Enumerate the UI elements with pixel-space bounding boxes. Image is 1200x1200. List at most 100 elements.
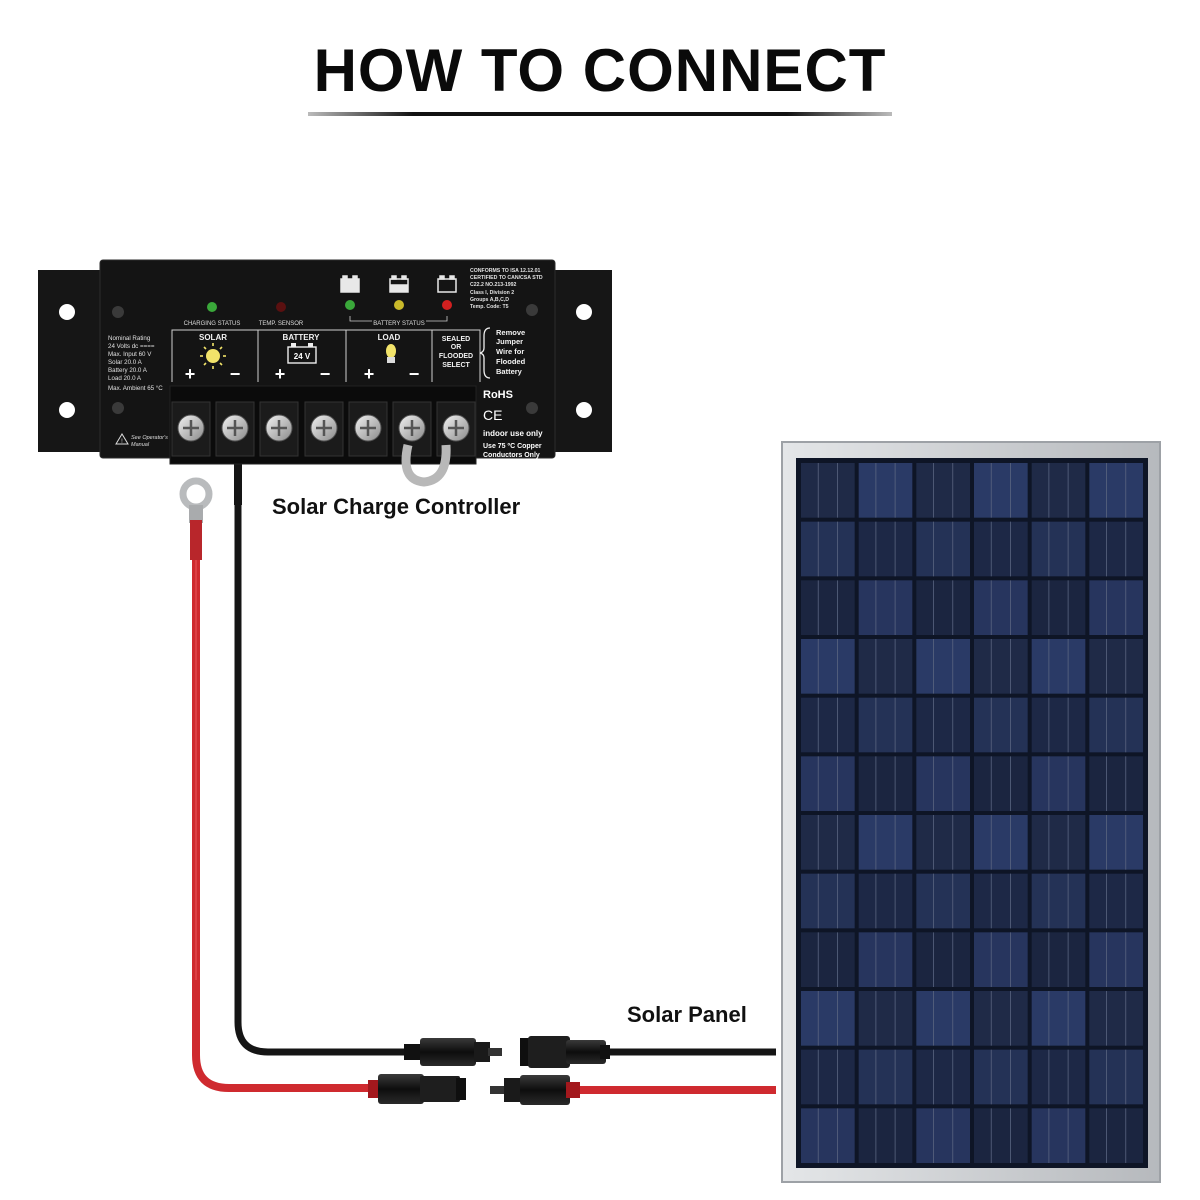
- wires: [192, 452, 776, 1094]
- panel-cell: [974, 1108, 1028, 1163]
- conformance-text: CONFORMS TO ISA 12.12.01 CERTIFIED TO CA…: [470, 268, 543, 310]
- panel-cell: [1031, 932, 1086, 987]
- jumper-line: Flooded: [496, 357, 526, 366]
- panel-cell: [858, 991, 913, 1046]
- panel-cell: [974, 697, 1028, 753]
- title-underline: [308, 112, 892, 116]
- panel-cell: [974, 463, 1028, 518]
- rohs-mark: RoHS: [483, 389, 513, 401]
- mc4-connector-red-male: [490, 1075, 580, 1105]
- battery-full-led: [345, 300, 355, 310]
- panel-cell: [858, 463, 913, 518]
- conform-line: CERTIFIED TO CAN/CSA STD: [470, 275, 543, 281]
- select-line: FLOODED: [439, 353, 473, 360]
- panel-cell: [801, 873, 855, 929]
- battery-plus-sign: +: [275, 364, 286, 384]
- panel-cell: [858, 639, 913, 694]
- panel-cell: [801, 1049, 855, 1105]
- panel-label: Solar Panel: [627, 1002, 747, 1027]
- panel-cell: [974, 815, 1028, 870]
- panel-cell: [1089, 1049, 1143, 1105]
- panel-cell: [974, 756, 1028, 811]
- jumper-wire: [401, 443, 451, 487]
- panel-cell: [801, 639, 855, 694]
- battery-medium-icon: [389, 275, 409, 293]
- manual-line: See Operator's: [131, 435, 168, 441]
- controller-label: Solar Charge Controller: [272, 494, 521, 519]
- panel-cell: [858, 697, 913, 753]
- panel-cell: [1089, 639, 1143, 694]
- battery-minus-sign: −: [320, 364, 331, 384]
- panel-cell: [1031, 815, 1086, 870]
- panel-cell: [916, 1108, 970, 1163]
- terminal-block: [171, 401, 476, 457]
- panel-cell: [801, 697, 855, 753]
- solar-section-label: SOLAR: [199, 333, 227, 342]
- temp-sensor-label: TEMP. SENSOR: [259, 321, 304, 327]
- panel-cell: [801, 932, 855, 987]
- conform-line: C22.2 NO.213-1992: [470, 282, 517, 288]
- panel-cell: [916, 932, 970, 987]
- panel-cell: [801, 521, 855, 577]
- panel-cell: [974, 521, 1028, 577]
- rating-line: Solar 20.0 A: [108, 359, 143, 366]
- battery-low-led: [442, 300, 452, 310]
- rating-line: 24 Volts dc ====: [108, 343, 155, 350]
- panel-cell: [974, 991, 1028, 1046]
- panel-cell: [858, 873, 913, 929]
- load-plus-sign: +: [364, 364, 375, 384]
- panel-cell: [1089, 756, 1143, 811]
- panel-cell: [858, 756, 913, 811]
- panel-cell: [801, 580, 855, 635]
- conform-line: CONFORMS TO ISA 12.12.01: [470, 268, 540, 274]
- panel-cell: [801, 815, 855, 870]
- panel-cell: [858, 815, 913, 870]
- panel-cell: [1089, 463, 1143, 518]
- temp-sensor-led: [276, 302, 286, 312]
- panel-cell: [858, 1108, 913, 1163]
- panel-cell: [1031, 697, 1086, 753]
- panel-cell: [974, 639, 1028, 694]
- panel-cell: [974, 873, 1028, 929]
- panel-cell: [916, 756, 970, 811]
- charging-status-label: CHARGING STATUS: [184, 321, 241, 327]
- panel-cell: [1089, 932, 1143, 987]
- panel-cell: [974, 932, 1028, 987]
- rating-line: Battery 20.0 A: [108, 367, 148, 374]
- panel-cell: [1031, 756, 1086, 811]
- panel-cell: [858, 1049, 913, 1105]
- jumper-line: Battery: [496, 367, 523, 376]
- mc4-connector-red-female: [368, 1074, 466, 1104]
- panel-cell: [1089, 697, 1143, 753]
- rating-line: Max. Input 60 V: [108, 351, 152, 358]
- panel-cell: [801, 463, 855, 518]
- mc4-connector-black-female: [520, 1036, 610, 1068]
- jumper-line: Jumper: [496, 337, 523, 346]
- select-line: SELECT: [442, 362, 470, 369]
- panel-cell: [916, 697, 970, 753]
- red-wire: [192, 506, 376, 1092]
- panel-cell: [916, 463, 970, 518]
- rating-line: Load 20.0 A: [108, 375, 142, 382]
- panel-cell: [858, 580, 913, 635]
- rating-line: Max. Ambient 65 °C: [108, 385, 163, 392]
- select-line: OR: [451, 344, 462, 351]
- panel-cell: [858, 521, 913, 577]
- panel-cell: [916, 639, 970, 694]
- battery-empty-icon: [437, 275, 457, 293]
- jumper-line: Remove: [496, 328, 525, 337]
- page-title: HOW TO CONNECT: [313, 37, 887, 104]
- copper-line: Conductors Only: [483, 452, 540, 459]
- jumper-line: Wire for: [496, 347, 524, 356]
- sun-icon: [200, 343, 226, 369]
- panel-cell: [916, 1049, 970, 1105]
- solar-panel: [781, 441, 1161, 1183]
- battery-section-label: BATTERY: [283, 333, 321, 342]
- panel-cell: [916, 521, 970, 577]
- panel-cell: [1089, 521, 1143, 577]
- panel-cell: [1089, 580, 1143, 635]
- battery-voltage-label: 24 V: [294, 352, 311, 361]
- select-line: SEALED: [442, 336, 470, 343]
- panel-cell-grid: [801, 463, 1143, 1163]
- battery-status-label: BATTERY STATUS: [373, 321, 424, 327]
